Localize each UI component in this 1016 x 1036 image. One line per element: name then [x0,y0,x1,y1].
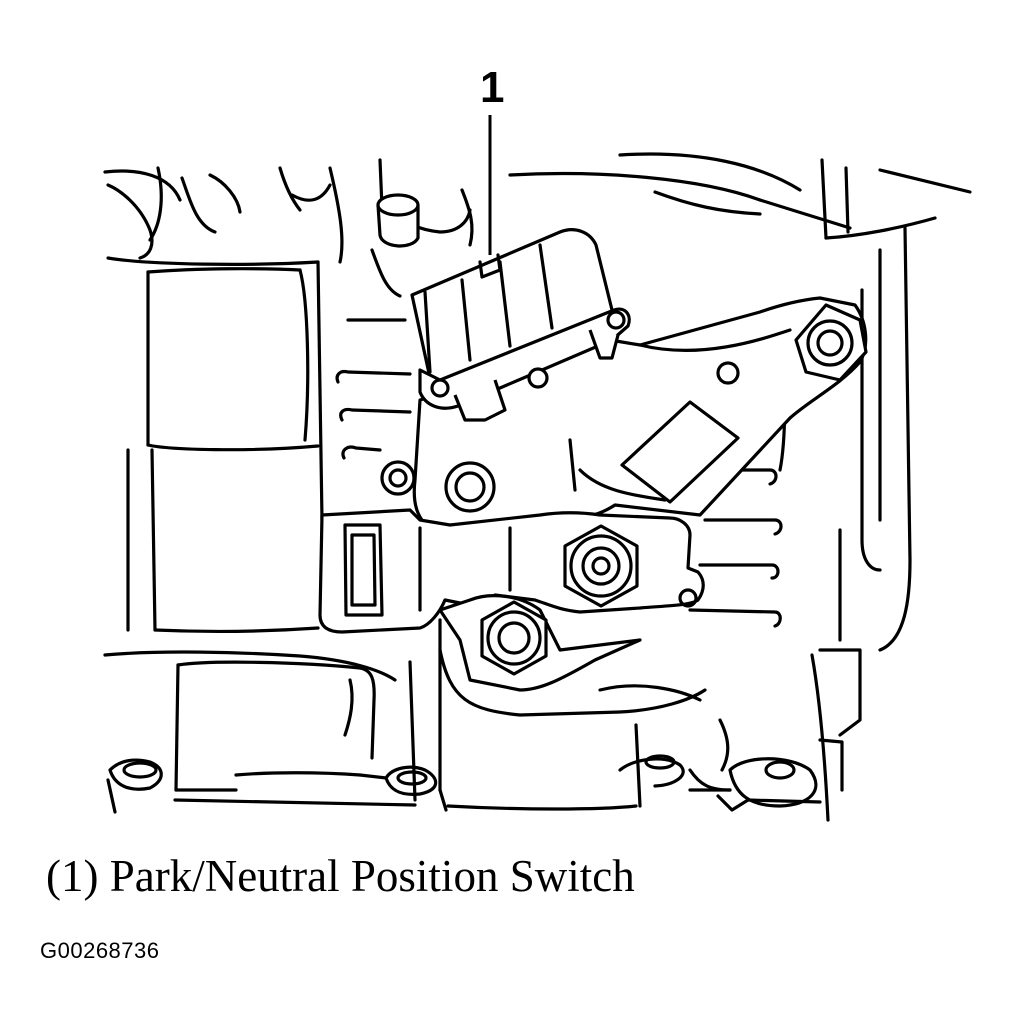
bracket-icon [412,296,868,532]
figure-id: G00268736 [40,938,160,963]
small-bolt-icon [380,460,496,513]
callout-number: 1 [480,63,505,112]
switch-connector-icon [410,228,631,422]
figure-caption: (1) Park/Neutral Position Switch [46,851,635,901]
bolt-icon [480,600,548,676]
dowel-boss-icon [376,193,420,248]
transmission-case-icon [103,152,972,822]
hex-nut-icon [563,524,639,608]
bolt-upper-right-icon [794,303,868,382]
lower-bracket-icon [438,594,707,717]
